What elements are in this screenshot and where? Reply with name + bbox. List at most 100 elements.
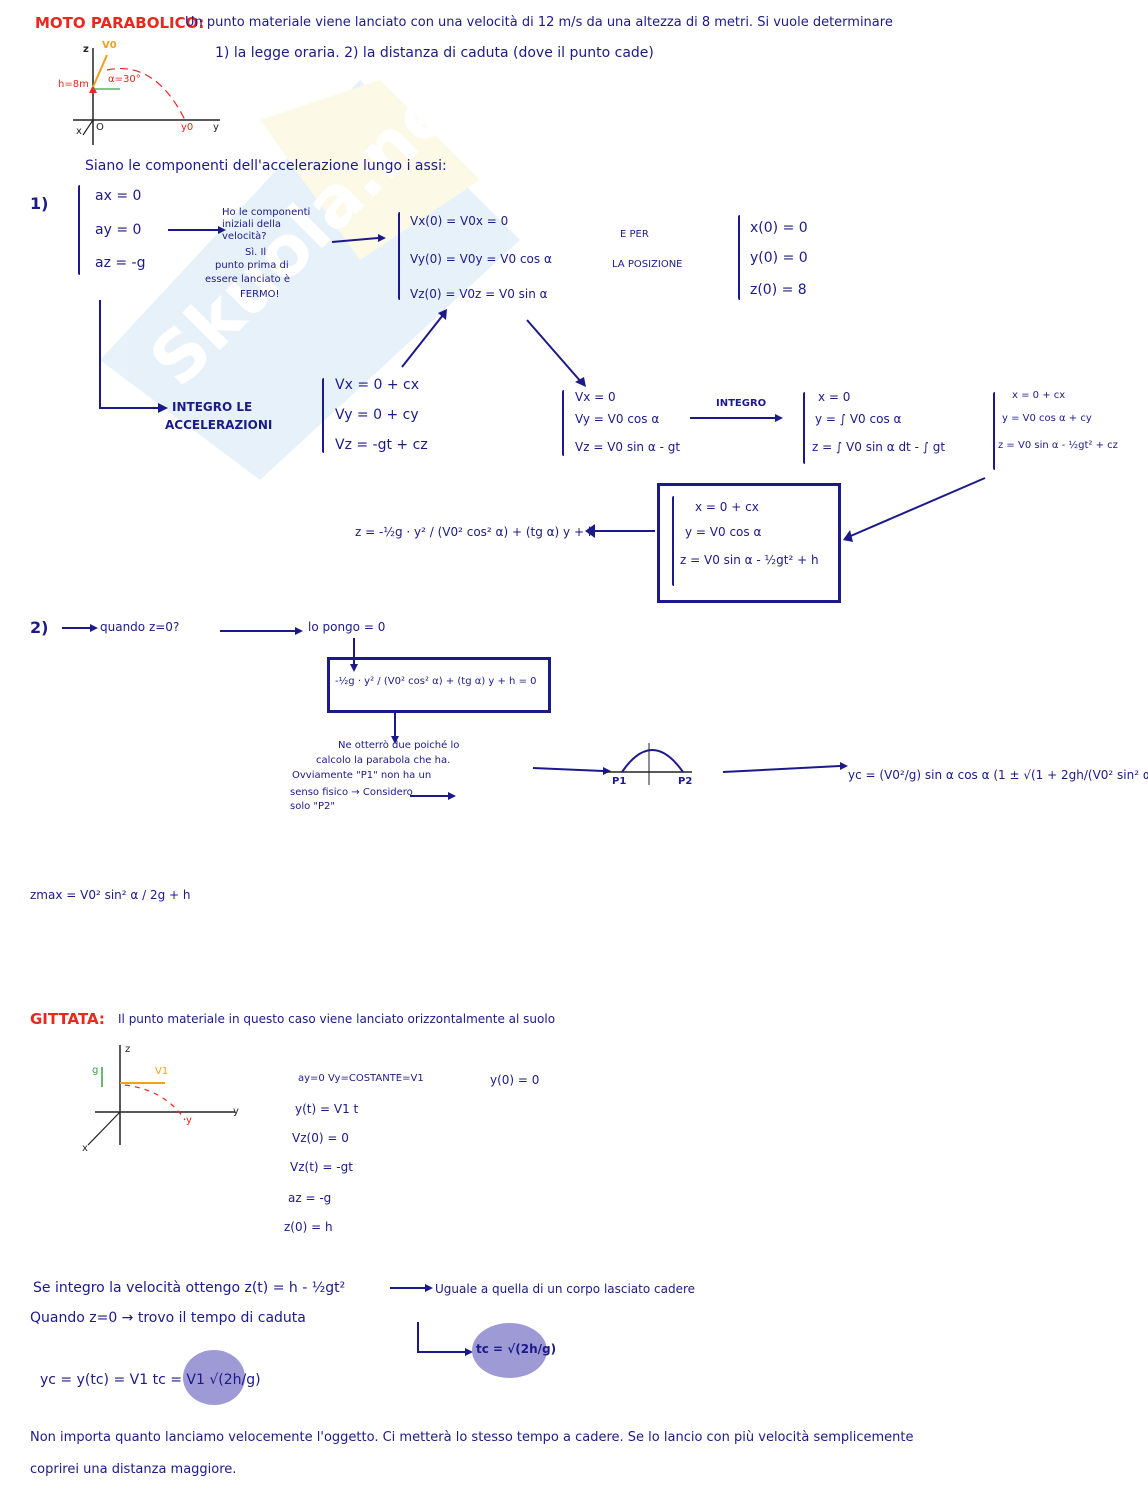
diagram2-v-label: V1 — [155, 1066, 169, 1077]
pos-label: E PER — [620, 229, 649, 240]
pos-x0: x(0) = 0 — [750, 220, 808, 236]
gittata-y0: y(0) = 0 — [490, 1073, 540, 1087]
brace — [78, 185, 80, 275]
explain-line: solo "P2" — [290, 801, 335, 812]
v2-y: Vy = V0 cos α — [575, 412, 660, 426]
integration-note: Uguale a quella di un corpo lasciato cad… — [435, 1282, 696, 1296]
root-p1: P1 — [612, 776, 627, 787]
int2-z: z = V0 sin α - ½gt² + cz — [998, 440, 1118, 451]
note-line: Sì. Il — [245, 247, 267, 258]
integration-line: Se integro la velocità ottengo z(t) = h … — [33, 1280, 346, 1296]
diagram-y0-label: y0 — [181, 122, 194, 133]
diagram-h-label: h=8m — [58, 79, 89, 90]
diagram-y-label: y — [213, 122, 219, 133]
pos-label: LA POSIZIONE — [612, 259, 683, 270]
tc-formula: tc = √(2h/g) — [476, 1342, 557, 1356]
brace — [738, 215, 740, 300]
brace — [322, 378, 324, 453]
diagram-alpha-label: α=30° — [108, 74, 141, 85]
integrate-label: ACCELERAZIONI — [165, 418, 273, 432]
v0-x: Vx(0) = V0x = 0 — [410, 214, 509, 228]
gittata-eq: ay=0 Vy=COSTANTE=V1 — [298, 1073, 424, 1084]
diagram2-g-label: g — [92, 1065, 99, 1076]
problem-statement: Un punto materiale viene lanciato con un… — [185, 15, 893, 30]
brace-arrow — [390, 1284, 433, 1292]
int2-y: y = V0 cos α + cy — [1002, 413, 1092, 424]
fall-time-line: Quando z=0 → trovo il tempo di caduta — [30, 1310, 306, 1326]
pos-y0: y(0) = 0 — [750, 250, 808, 266]
v-y: Vy = 0 + cy — [335, 407, 419, 423]
conclusion-line1: Non importa quanto lanciamo velocemente … — [30, 1430, 914, 1445]
yc-formula: yc = (V0²/g) sin α cos α (1 ± √(1 + 2gh/… — [848, 768, 1148, 782]
gittata-eq: Vz(t) = -gt — [290, 1160, 353, 1174]
gittata-eq: y(t) = V1 t — [295, 1102, 359, 1116]
v0-z: Vz(0) = V0z = V0 sin α — [410, 287, 548, 301]
when-text: quando z=0? — [100, 620, 180, 634]
boxed-z: z = V0 sin α - ½gt² + h — [680, 553, 819, 567]
diagram-z-label: z — [83, 44, 89, 55]
problem-questions: 1) la legge oraria. 2) la distanza di ca… — [215, 45, 654, 61]
diagram2-x-label: x — [82, 1143, 88, 1154]
set-text: lo pongo = 0 — [308, 620, 386, 634]
explain-line: calcolo la parabola che ha. — [316, 755, 451, 766]
boxed-y: y = V0 cos α — [685, 525, 762, 539]
explain-line: Ne otterrò due poiché lo — [338, 740, 460, 751]
int-y: y = ∫ V0 cos α — [815, 412, 902, 426]
diagram2-y-label: y — [233, 1106, 239, 1117]
accel-x: ax = 0 — [95, 188, 142, 204]
trajectory-equation: z = -½g · y² / (V0² cos² α) + (tg α) y +… — [355, 525, 596, 539]
accel-y: ay = 0 — [95, 222, 142, 238]
part1-label: 1) — [30, 194, 49, 213]
note-line: punto prima di — [215, 260, 289, 271]
brace — [803, 392, 805, 464]
brace — [398, 212, 400, 300]
note-line: Ho le componenti — [222, 207, 311, 218]
flow-arrows — [62, 226, 986, 800]
yc2-formula: yc = y(tc) = V1 tc = V1 √(2h/g) — [40, 1372, 261, 1388]
zmax-formula: zmax = V0² sin² α / 2g + h — [30, 888, 191, 902]
yc-highlight — [183, 1350, 245, 1405]
int-x: x = 0 — [818, 390, 851, 404]
conclusion-line2: coprirei una distanza maggiore. — [30, 1462, 237, 1477]
gittata-eq: Vz(0) = 0 — [292, 1131, 349, 1145]
boxed-equation-text: -½g · y² / (V0² cos² α) + (tg α) y + h =… — [335, 676, 537, 687]
v-z: Vz = -gt + cz — [335, 437, 428, 453]
note-line: velocità? — [222, 231, 267, 242]
v0-y: Vy(0) = V0y = V0 cos α — [410, 252, 552, 266]
gittata-eq: az = -g — [288, 1191, 332, 1205]
brace — [672, 496, 674, 586]
root-p2: P2 — [678, 776, 693, 787]
accel-z: az = -g — [95, 255, 146, 271]
note-line: FERMO! — [240, 289, 280, 300]
v2-z: Vz = V0 sin α - gt — [575, 440, 681, 454]
tc-arrow — [417, 1322, 473, 1356]
diagram-origin-label: O — [96, 122, 104, 133]
section-title-gittata: GITTATA: — [30, 1010, 105, 1028]
brace — [993, 392, 995, 470]
note-line: iniziali della — [222, 219, 281, 230]
boxed-system — [657, 483, 841, 603]
diagram2-z-label: z — [125, 1044, 131, 1055]
pos-z0: z(0) = 8 — [750, 282, 807, 298]
diagram2-y-marker: y — [186, 1115, 192, 1126]
integro-label: INTEGRO — [716, 398, 767, 409]
roots-parabola-sketch — [605, 743, 692, 785]
boxed-equation — [327, 657, 551, 713]
int-z: z = ∫ V0 sin α dt - ∫ gt — [812, 440, 946, 454]
v-x: Vx = 0 + cx — [335, 377, 420, 393]
explain-line: Ovviamente "P1" non ha un — [292, 770, 432, 781]
tc-highlight — [472, 1323, 547, 1378]
diagram-v0-label: V0 — [102, 40, 117, 51]
diagram-x-label: x — [76, 126, 82, 137]
note-line: essere lanciato è — [205, 274, 290, 285]
parabolic-diagram — [73, 48, 220, 145]
horizontal-launch-diagram — [87, 1045, 235, 1146]
explain-line: senso fisico → Considero — [290, 787, 413, 798]
v2-x: Vx = 0 — [575, 390, 616, 404]
section-title-moto-parabolico: MOTO PARABOLICO: — [35, 14, 205, 32]
integrate-label: INTEGRO LE — [172, 400, 253, 414]
part2-label: 2) — [30, 618, 49, 637]
intro-text: Siano le componenti dell'accelerazione l… — [85, 158, 447, 174]
boxed-x: x = 0 + cx — [695, 500, 759, 514]
